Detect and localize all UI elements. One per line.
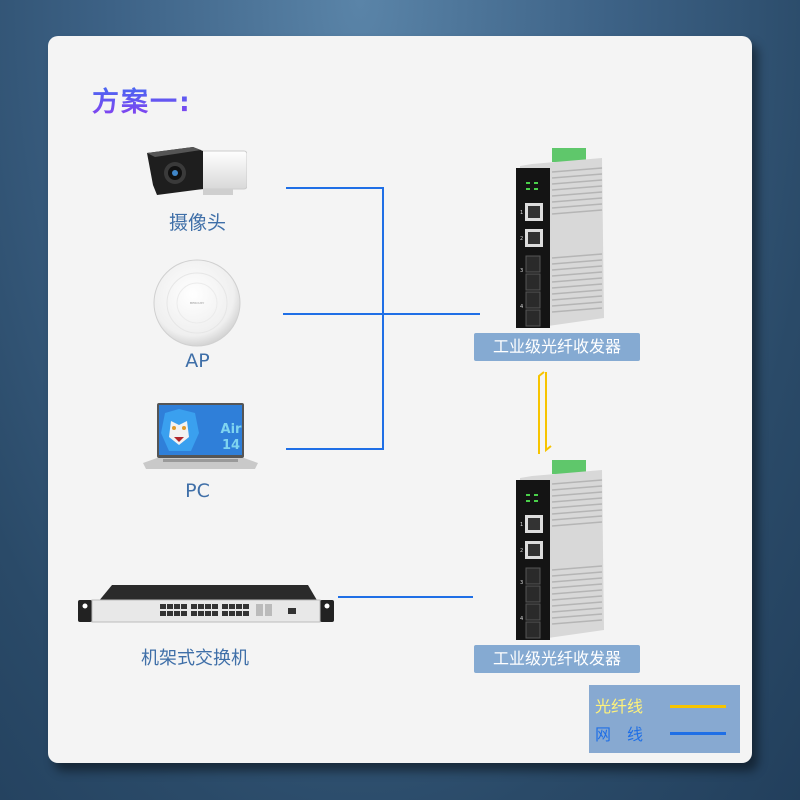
legend-fiber-swatch bbox=[670, 705, 726, 708]
switch-label: 机架式交换机 bbox=[141, 648, 249, 669]
legend-ethernet-label: 网 线 bbox=[595, 725, 644, 744]
ap-ethernet-line bbox=[283, 313, 480, 315]
svg-text:2: 2 bbox=[520, 548, 523, 554]
transceiver-label-top: 工业级光纤收发器 bbox=[474, 333, 640, 361]
laptop-screen-text-2: 14 bbox=[222, 438, 240, 453]
camera-label: 摄像头 bbox=[168, 212, 226, 234]
svg-text:4: 4 bbox=[520, 616, 523, 622]
camera-icon bbox=[147, 147, 247, 195]
ap-brand-text: MERCURY bbox=[190, 301, 205, 305]
fiber-transceiver-icon-bottom: 1 2 3 4 bbox=[516, 460, 604, 640]
fiber-transceiver-icon-top: 1 2 3 4 bbox=[516, 148, 604, 328]
svg-text:1: 1 bbox=[520, 522, 523, 528]
legend-ethernet-swatch bbox=[670, 732, 726, 735]
laptop-screen-text-1: Air bbox=[221, 422, 243, 437]
pc-ethernet-line bbox=[286, 448, 383, 450]
svg-text:4: 4 bbox=[520, 304, 523, 310]
svg-text:3: 3 bbox=[520, 580, 523, 586]
laptop-icon: Air 14 bbox=[143, 403, 258, 469]
ap-label: AP bbox=[185, 350, 210, 372]
fiber-line bbox=[538, 371, 552, 454]
svg-text:1: 1 bbox=[520, 210, 523, 216]
transceiver-label-bottom: 工业级光纤收发器 bbox=[474, 645, 640, 673]
legend: 光纤线 网 线 bbox=[589, 685, 740, 753]
scheme-title: 方案一: bbox=[92, 80, 192, 119]
rack-switch-icon bbox=[78, 585, 334, 623]
pc-label: PC bbox=[185, 480, 210, 502]
switch-ethernet-line bbox=[338, 596, 473, 598]
camera-ethernet-line bbox=[286, 187, 383, 189]
ethernet-bus-line bbox=[382, 187, 384, 450]
svg-text:3: 3 bbox=[520, 268, 523, 274]
access-point-icon: MERCURY bbox=[153, 259, 241, 347]
svg-text:2: 2 bbox=[520, 236, 523, 242]
legend-fiber-label: 光纤线 bbox=[595, 697, 644, 716]
